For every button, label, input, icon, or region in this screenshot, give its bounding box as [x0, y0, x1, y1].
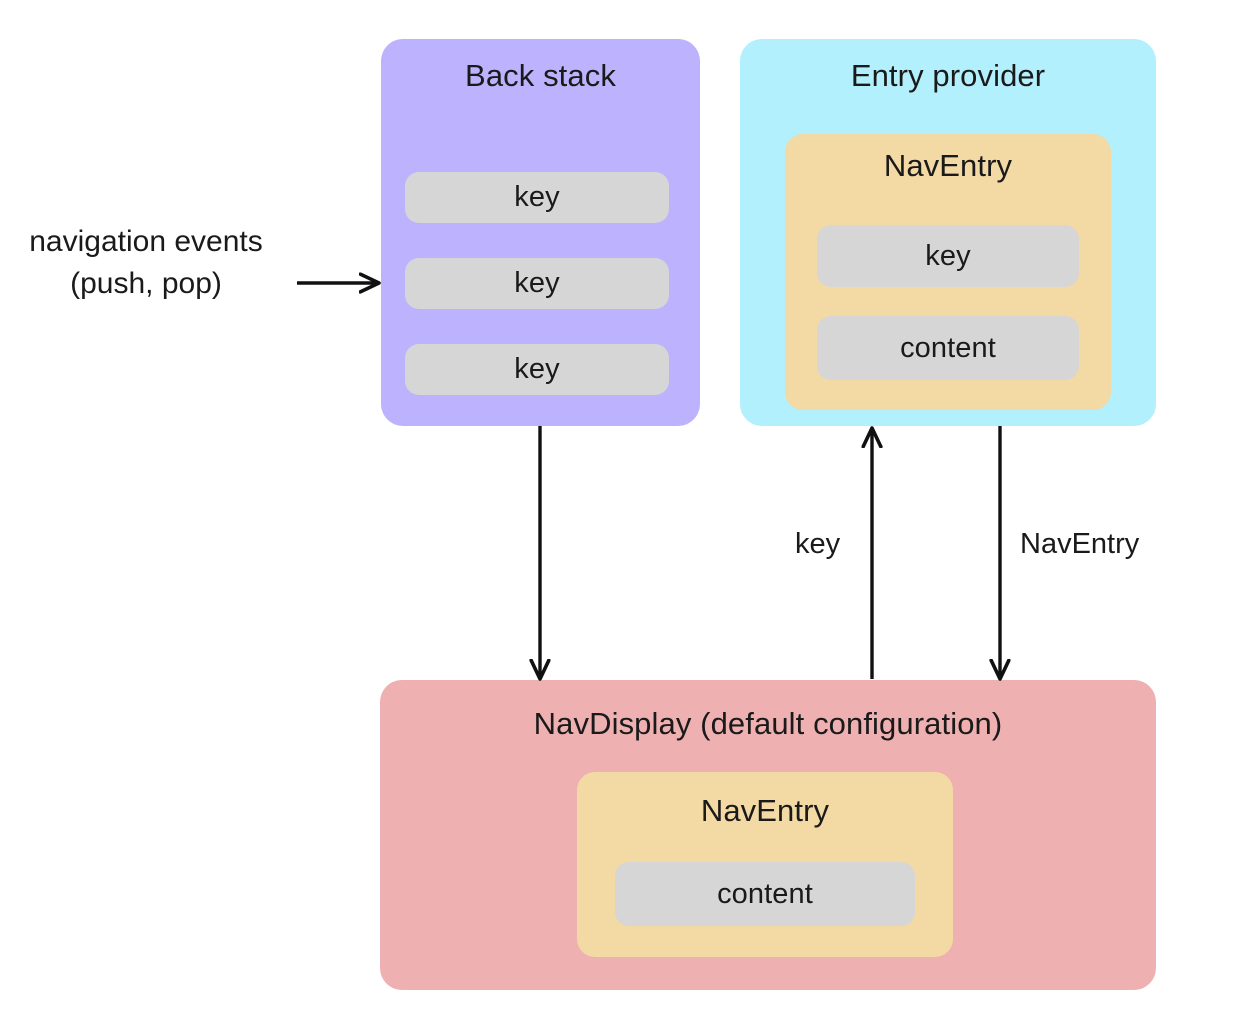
entry-provider-nav-entry-key-chip[interactable]: key [817, 225, 1079, 287]
nav-display-nav-entry-content-chip[interactable]: content [615, 862, 915, 926]
back-stack-key-chip[interactable]: key [405, 258, 669, 309]
entry-provider-nav-entry-content-chip[interactable]: content [817, 316, 1079, 380]
navigation-events-line2: (push, pop) [70, 267, 222, 300]
back-stack-key-chip[interactable]: key [405, 344, 669, 395]
edge-label-nav-entry: NavEntry [1020, 528, 1140, 560]
navigation-events-label: navigation events (push, pop) [6, 221, 286, 305]
navigation-events-line1: navigation events [29, 225, 263, 258]
entry-provider-nav-entry-title: NavEntry [883, 148, 1013, 183]
back-stack-title: Back stack [465, 58, 616, 93]
entry-provider-title: Entry provider [850, 58, 1046, 93]
nav-display-nav-entry-title: NavEntry [700, 793, 830, 828]
back-stack-key-chip[interactable]: key [405, 172, 669, 223]
edge-label-key: key [795, 528, 841, 560]
nav-display-title: NavDisplay (default configuration) [533, 706, 1003, 741]
